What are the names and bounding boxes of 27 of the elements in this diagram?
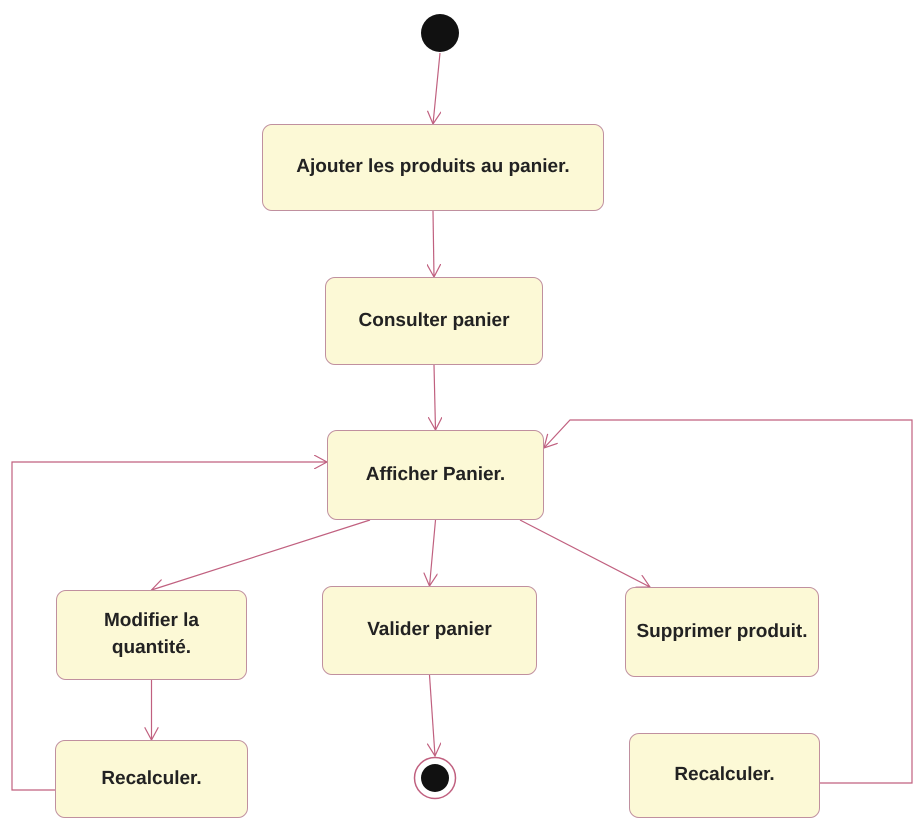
activity-label: Valider panier	[367, 618, 492, 642]
activity-label: Recalculer.	[101, 766, 202, 791]
arrow	[428, 364, 443, 431]
activity-label: Consulter panier	[358, 308, 510, 333]
activity-box	[262, 124, 604, 211]
arrow	[543, 419, 913, 784]
start-node	[420, 13, 460, 53]
arrow	[426, 674, 442, 757]
activity-box	[55, 740, 248, 818]
activity-box	[322, 586, 537, 675]
activity-box	[56, 590, 247, 680]
activity-label: Afficher Panier.	[366, 462, 506, 487]
arrow	[423, 520, 438, 587]
activity-box	[327, 430, 544, 520]
arrow	[520, 519, 651, 588]
arrow	[426, 52, 442, 125]
activity-label: Recalculer.	[674, 763, 775, 788]
arrow	[426, 211, 442, 278]
activity-box	[625, 587, 819, 677]
arrow	[11, 454, 328, 791]
activity-label: Modifier la quantité.	[102, 609, 200, 660]
activity-label: Ajouter les produits au panier.	[296, 155, 570, 180]
end-node	[413, 756, 457, 800]
activity-box	[325, 277, 543, 365]
activity-box	[629, 733, 820, 818]
activity-label: Supprimer produit.	[636, 620, 808, 644]
arrow	[144, 680, 160, 741]
